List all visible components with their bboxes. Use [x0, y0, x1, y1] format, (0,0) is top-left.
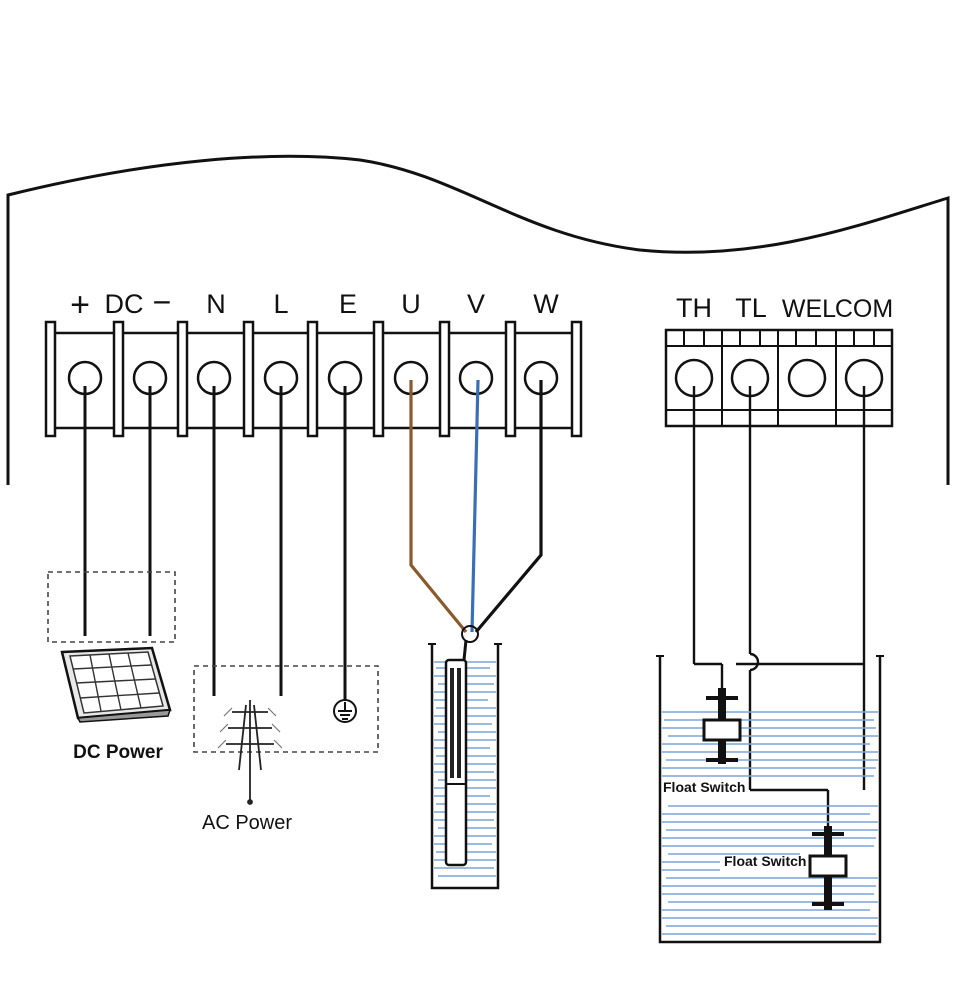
wire-u-brown — [409, 380, 468, 634]
terminal-label-tl: TL — [735, 293, 767, 323]
terminal-label-wel: WEL — [782, 295, 836, 323]
wire-v-blue — [470, 379, 480, 633]
terminal-label-plus: + — [70, 286, 90, 324]
float-switch-upper-caption: Float Switch — [663, 779, 745, 795]
transmission-tower-icon — [217, 700, 283, 805]
submersible-pump-icon — [444, 625, 479, 867]
solar-panel-icon — [60, 646, 172, 723]
ac-wires — [212, 386, 347, 700]
float-switch-lower-caption: Float Switch — [724, 853, 806, 869]
ground-icon — [333, 699, 357, 723]
terminal-label-v: V — [467, 289, 485, 319]
ac-power-dashed-box — [193, 665, 379, 753]
terminal-label-e: E — [339, 289, 357, 319]
controller-enclosure — [6, 154, 950, 485]
dc-power-dashed-box — [47, 571, 176, 643]
dc-wires — [83, 386, 152, 636]
float-switch-icon — [702, 688, 742, 764]
terminal-label-n: N — [206, 289, 226, 319]
terminal-screw-wel — [787, 358, 827, 398]
terminal-label-u: U — [401, 289, 421, 319]
terminal-label-l: L — [273, 289, 288, 319]
terminal-label-com: COM — [835, 295, 893, 323]
float-switch-icon — [808, 826, 848, 910]
float-switch-wires — [692, 386, 866, 828]
dc-power-caption: DC Power — [73, 742, 163, 763]
control-terminal-block — [664, 328, 894, 428]
terminal-label-dc: DC — [105, 289, 144, 319]
water-tank-icon — [656, 655, 884, 944]
ac-power-caption: AC Power — [202, 812, 292, 834]
terminal-screw-v — [458, 360, 494, 396]
wire-w-black — [474, 380, 543, 634]
main-terminal-block — [44, 320, 583, 438]
terminal-label-w: W — [533, 289, 559, 319]
terminal-label-minus: − — [153, 284, 172, 320]
terminal-label-th: TH — [676, 293, 712, 323]
